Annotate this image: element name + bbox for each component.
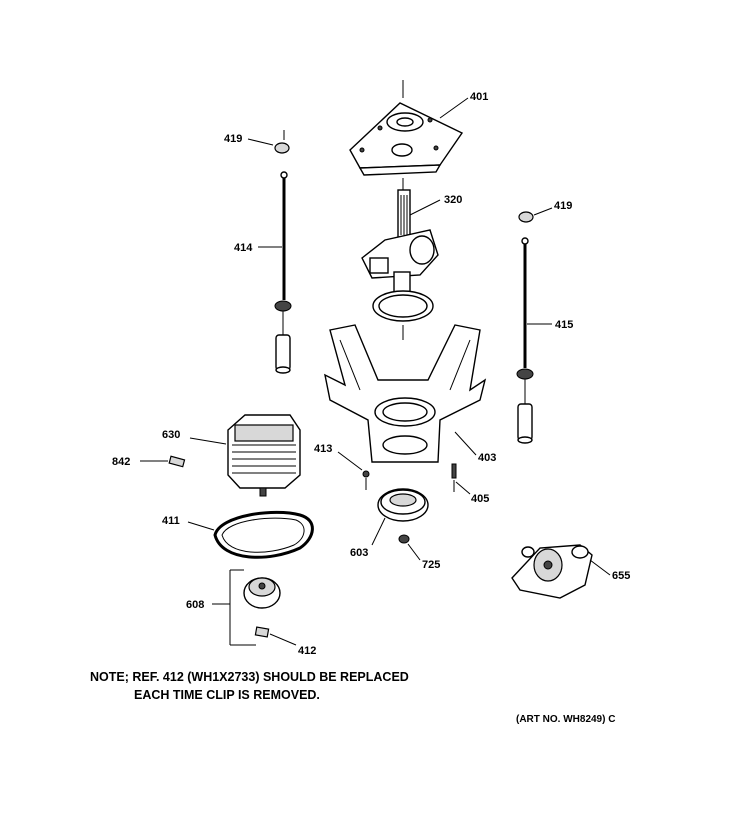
pulley-drawing — [371, 488, 429, 546]
label-401: 401 — [470, 91, 488, 103]
label-419-right: 419 — [554, 200, 572, 212]
pulley-nut-drawing — [398, 534, 421, 561]
label-842: 842 — [112, 456, 130, 468]
label-725: 603 — [350, 547, 368, 559]
support-base-drawing — [324, 324, 487, 463]
label-403: 403 — [478, 452, 496, 464]
label-413: 413 — [314, 443, 332, 455]
belt-drawing — [187, 510, 314, 559]
agitator-cap-drawing — [349, 80, 469, 176]
label-411: 725 — [422, 559, 440, 571]
suspension-rod-left-drawing — [258, 171, 292, 374]
bolt-drawing — [451, 463, 471, 495]
suspension-rod-right-drawing — [516, 237, 552, 444]
transmission-drawing — [361, 178, 441, 340]
motor-pulley-drawing — [212, 569, 281, 646]
label-603: 411 — [162, 515, 180, 527]
pump-drawing — [511, 544, 611, 599]
label-414: 414 — [234, 242, 253, 254]
motor-drawing — [189, 414, 301, 497]
label-415: 415 — [555, 319, 573, 331]
note-line-2: EACH TIME CLIP IS REMOVED. — [134, 688, 320, 702]
label-630: 630 — [162, 429, 180, 441]
label-320: 320 — [444, 194, 462, 206]
label-419-left: 419 — [224, 133, 242, 145]
nut-drawing — [337, 451, 370, 490]
rod-cap-right-drawing — [518, 207, 553, 223]
rod-cap-left-drawing — [247, 130, 290, 154]
label-405: 405 — [471, 493, 489, 505]
clip-drawing — [254, 626, 297, 646]
label-608: 608 — [186, 599, 204, 611]
key-drawing — [140, 455, 186, 468]
note-line-1: NOTE; REF. 412 (WH1X2733) SHOULD BE REPL… — [90, 670, 409, 684]
label-655: 655 — [612, 570, 630, 582]
label-412: 412 — [298, 645, 316, 657]
art-number: (ART NO. WH8249) C — [516, 714, 616, 725]
